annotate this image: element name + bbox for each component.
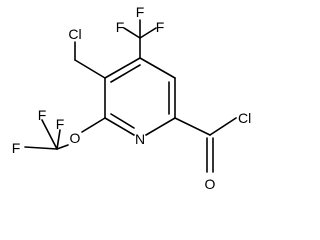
cf3-fluorine-left-label: F <box>116 19 125 35</box>
bond-n-c2 <box>104 117 135 136</box>
bond-o-cf3 <box>56 144 69 150</box>
ocf3-fluorine-top-left-label: F <box>38 107 47 123</box>
bond-cf3-f-left <box>123 27 141 39</box>
bond-c7-acyl <box>174 117 211 136</box>
bond-ocf3-f-top-left <box>41 119 58 150</box>
bond-c4-c5 <box>104 57 141 79</box>
bond-cf3-f-right <box>139 27 157 39</box>
bond-n-c2-inner <box>110 113 135 129</box>
bond-c2-o <box>81 117 106 133</box>
bonds <box>24 19 237 173</box>
cf3-fluorine-mid-label: F <box>136 4 145 20</box>
bond-acyl-cl <box>209 117 237 136</box>
bond-c4-c5-inner <box>110 64 141 83</box>
bond-ocf3-f-left <box>24 146 58 150</box>
carbonyl-oxygen-label: O <box>205 176 216 192</box>
nitrogen-label: N <box>135 131 145 147</box>
ether-oxygen-label: O <box>70 130 81 146</box>
bond-ocf3-f-top-right <box>56 129 61 150</box>
acyl-chlorine-label: Cl <box>238 110 251 126</box>
structure-diagram: N O O Cl Cl F F F F F F <box>12 4 252 192</box>
ocf3-fluorine-top-right-label: F <box>56 116 65 132</box>
bond-c7-n <box>145 117 176 136</box>
bond-c4-ch2 <box>74 59 106 79</box>
bond-c5-c6 <box>139 57 176 79</box>
chloromethyl-chlorine-label: Cl <box>68 26 81 42</box>
cf3-fluorine-right-label: F <box>156 19 165 35</box>
ocf3-fluorine-left-label: F <box>12 140 21 156</box>
atom-labels: N O O Cl Cl F F F F F F <box>12 4 252 192</box>
